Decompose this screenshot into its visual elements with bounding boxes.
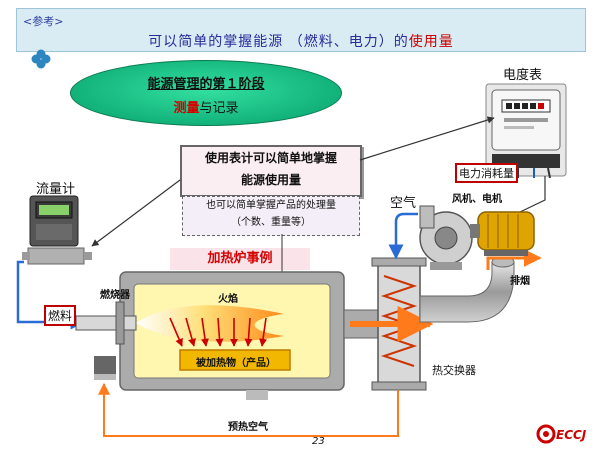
product-explanation-line1: 也可以简单掌握产品的处理量 <box>206 200 336 211</box>
electric-meter-label: 电度表 <box>503 68 543 83</box>
clover-icon <box>31 49 51 69</box>
stage-oval-measure: 测量 <box>173 101 200 116</box>
meter-explanation-box: 使用表计可以简单地掌握 能源使用量 <box>180 145 362 197</box>
meter-explanation-line2: 能源使用量 <box>240 173 301 187</box>
slide-title-main: 可以简单的掌握能源 （燃料、电力）的 <box>148 34 409 50</box>
flow-meter-label: 流量计 <box>36 182 76 197</box>
furnace-leg-right <box>246 390 268 400</box>
heat-arrows <box>169 317 267 347</box>
product-explanation-line2: （个数、重量等） <box>231 217 311 228</box>
power-consumption-label: 电力消耗量 <box>455 163 518 183</box>
motor-body <box>477 211 535 251</box>
electric-meter-icon <box>485 83 567 178</box>
slide-title: 可以简单的掌握能源 （燃料、电力）的使用量 <box>17 31 585 51</box>
stage-oval: 能源管理的第１阶段 测量与记录 <box>70 60 342 126</box>
fuel-label: 燃料 <box>44 305 77 326</box>
meter-wire <box>519 176 546 213</box>
exhaust-label: 排烟 <box>510 276 530 287</box>
eccj-logo-icon <box>536 424 556 444</box>
slide-title-highlight: 使用量 <box>408 34 454 50</box>
burner-label: 燃烧器 <box>100 290 130 301</box>
heated-product <box>179 349 291 371</box>
furnace-leg-left <box>94 356 116 374</box>
preheated-air-label: 预热空气 <box>228 422 268 433</box>
flame-label: 火焰 <box>218 294 238 305</box>
furnace-case-label: 加热炉事例 <box>170 248 310 270</box>
pointer-arrow-electric-meter <box>359 116 495 161</box>
air-inlet-arrow <box>388 212 418 260</box>
air-label: 空气 <box>390 196 417 211</box>
stage-oval-title: 能源管理的第１阶段 <box>147 77 265 92</box>
preheated-air-line <box>98 382 399 437</box>
pointer-arrow-flow-meter <box>91 179 181 247</box>
fan-motor-label: 风机、电机 <box>452 194 502 205</box>
burner-nozzle <box>75 315 137 331</box>
heated-object-label: 被加热物（产品） <box>196 358 276 369</box>
flame-shape <box>136 305 284 342</box>
exhaust-pipe <box>419 261 515 323</box>
flow-meter-icon <box>22 195 92 265</box>
eccj-logo-text: ECCJ <box>556 428 587 442</box>
page-number: 23 <box>312 436 325 447</box>
heat-exchanger-label: 热交换器 <box>432 364 476 377</box>
meter-explanation-line1: 使用表计可以简单地掌握 <box>204 151 337 165</box>
stage-oval-record: 与记录 <box>199 101 239 116</box>
exhaust-arrow <box>486 249 542 270</box>
slide-header: <参考> 可以简单的掌握能源 （燃料、电力）的使用量 <box>16 8 586 52</box>
stage-oval-subtitle: 测量与记录 <box>71 97 341 116</box>
reference-label: <参考> <box>23 15 64 28</box>
product-explanation-box: 也可以简单掌握产品的处理量 （个数、重量等） <box>182 196 360 236</box>
